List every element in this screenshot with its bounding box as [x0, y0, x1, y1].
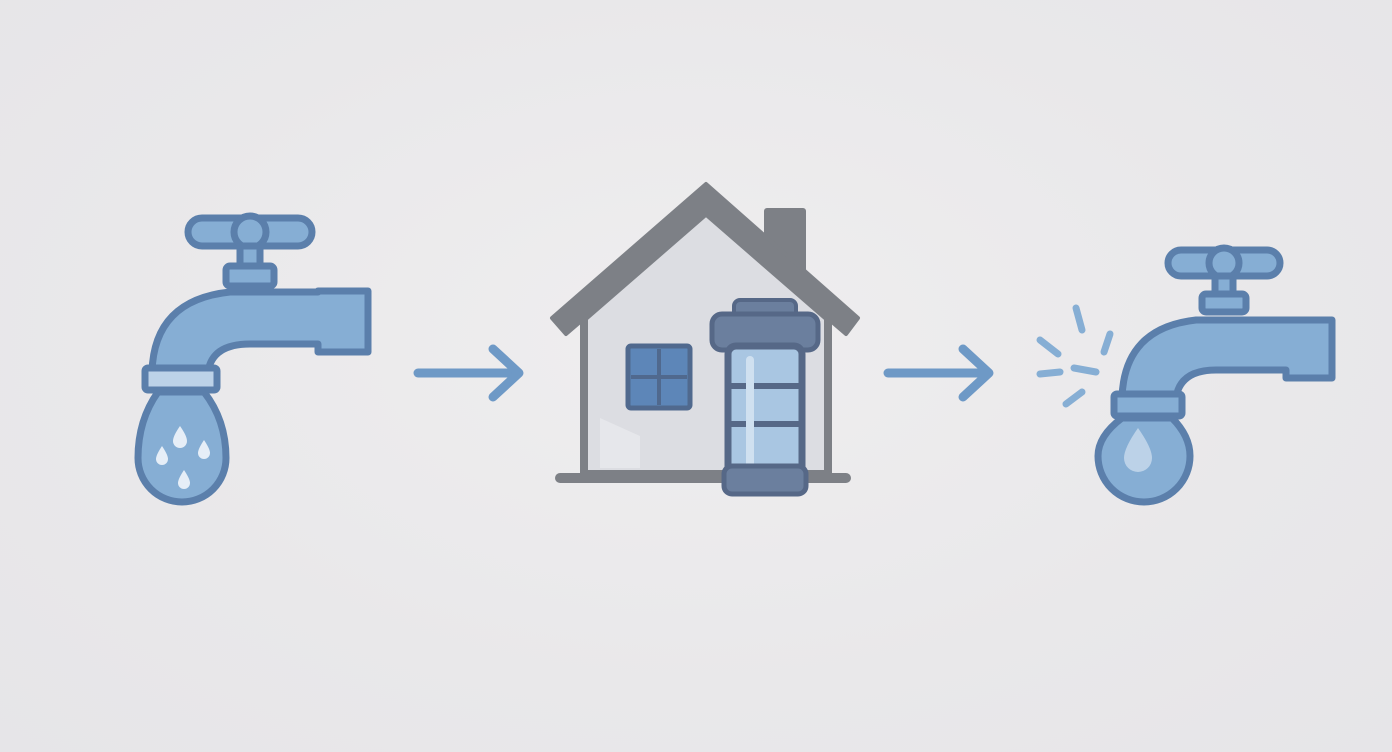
- drop-highlight-icon: [1124, 428, 1152, 472]
- roof-icon: [550, 182, 860, 336]
- dripping-faucet-icon: [134, 212, 372, 506]
- droplets-icon: [156, 426, 210, 489]
- faucet-spout-icon: [1118, 316, 1336, 402]
- clean-water-faucet-icon: [1036, 244, 1336, 506]
- water-filter-icon: [709, 298, 821, 497]
- faucet-handle-icon: [184, 212, 316, 290]
- window-icon: [625, 343, 693, 411]
- house-with-water-filter-icon: [550, 182, 860, 497]
- arrow-right-icon: [883, 344, 994, 402]
- arrow-right-icon: [413, 344, 524, 402]
- faucet-collar-icon: [1110, 390, 1186, 420]
- faucet-spout-icon: [148, 287, 372, 376]
- sparkle-icon: [1036, 304, 1114, 408]
- faucet-collar-icon: [141, 364, 221, 394]
- wall-shade: [600, 418, 640, 468]
- faucet-handle-icon: [1164, 244, 1284, 316]
